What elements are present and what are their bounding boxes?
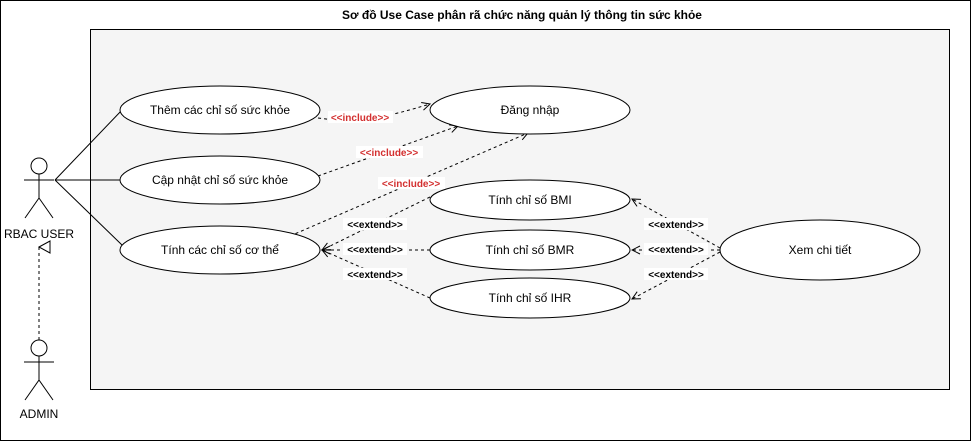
use-case-xem-label: Xem chi tiết: [789, 243, 852, 257]
extend-label-bmr: <<extend>>: [347, 245, 403, 256]
extend-label-bmi: <<extend>>: [347, 220, 403, 231]
actor-rbac-user[interactable]: [24, 157, 54, 219]
use-case-tinh[interactable]: Tính các chỉ số cơ thể: [119, 225, 321, 275]
use-case-ihr[interactable]: Tính chỉ số IHR: [429, 277, 631, 319]
assoc-them: [54, 109, 123, 181]
diagram-title: Sơ đồ Use Case phân rã chức năng quản lý…: [342, 8, 702, 22]
use-case-dangnhap-label: Đăng nhập: [501, 103, 560, 117]
include-label-1: <<include>>: [331, 113, 390, 124]
use-case-capnhat[interactable]: Cập nhật chỉ số sức khỏe: [119, 155, 321, 205]
extend-label-xem-bmr: <<extend>>: [648, 245, 704, 256]
extend-label-xem-bmi: <<extend>>: [648, 220, 704, 231]
associations: [54, 109, 123, 246]
include-label-3: <<include>>: [382, 179, 441, 190]
actor-rbac-user-label: RBAC USER: [4, 227, 74, 241]
extend-label-xem-ihr: <<extend>>: [648, 270, 704, 281]
use-case-bmr[interactable]: Tính chỉ số BMR: [429, 229, 631, 271]
use-case-capnhat-label: Cập nhật chỉ số sức khỏe: [152, 173, 288, 187]
include-line-3: [289, 133, 528, 237]
assoc-tinh: [54, 179, 123, 246]
use-case-bmr-label: Tính chỉ số BMR: [486, 243, 575, 257]
actor-admin-label: ADMIN: [20, 407, 59, 421]
use-case-them-label: Thêm các chỉ số sức khỏe: [150, 103, 290, 117]
use-case-ihr-label: Tính chỉ số IHR: [489, 291, 572, 305]
include-label-2: <<include>>: [360, 148, 419, 159]
use-case-dangnhap[interactable]: Đăng nhập: [429, 85, 631, 135]
use-case-tinh-label: Tính các chỉ số cơ thể: [161, 243, 279, 257]
extend-line-ihr: [322, 250, 431, 299]
use-case-bmi[interactable]: Tính chỉ số BMI: [429, 179, 631, 221]
use-case-xem[interactable]: Xem chi tiết: [719, 219, 921, 281]
relation-labels: <<include>> <<include>> <<include>> <<ex…: [328, 111, 708, 281]
actor-admin-head: [30, 339, 48, 357]
use-case-bmi-label: Tính chỉ số BMI: [488, 193, 571, 207]
actor-rbac-user-head: [30, 157, 48, 175]
extend-label-ihr: <<extend>>: [347, 270, 403, 281]
actor-admin[interactable]: [24, 339, 54, 401]
use-case-them[interactable]: Thêm các chỉ số sức khỏe: [119, 85, 321, 135]
